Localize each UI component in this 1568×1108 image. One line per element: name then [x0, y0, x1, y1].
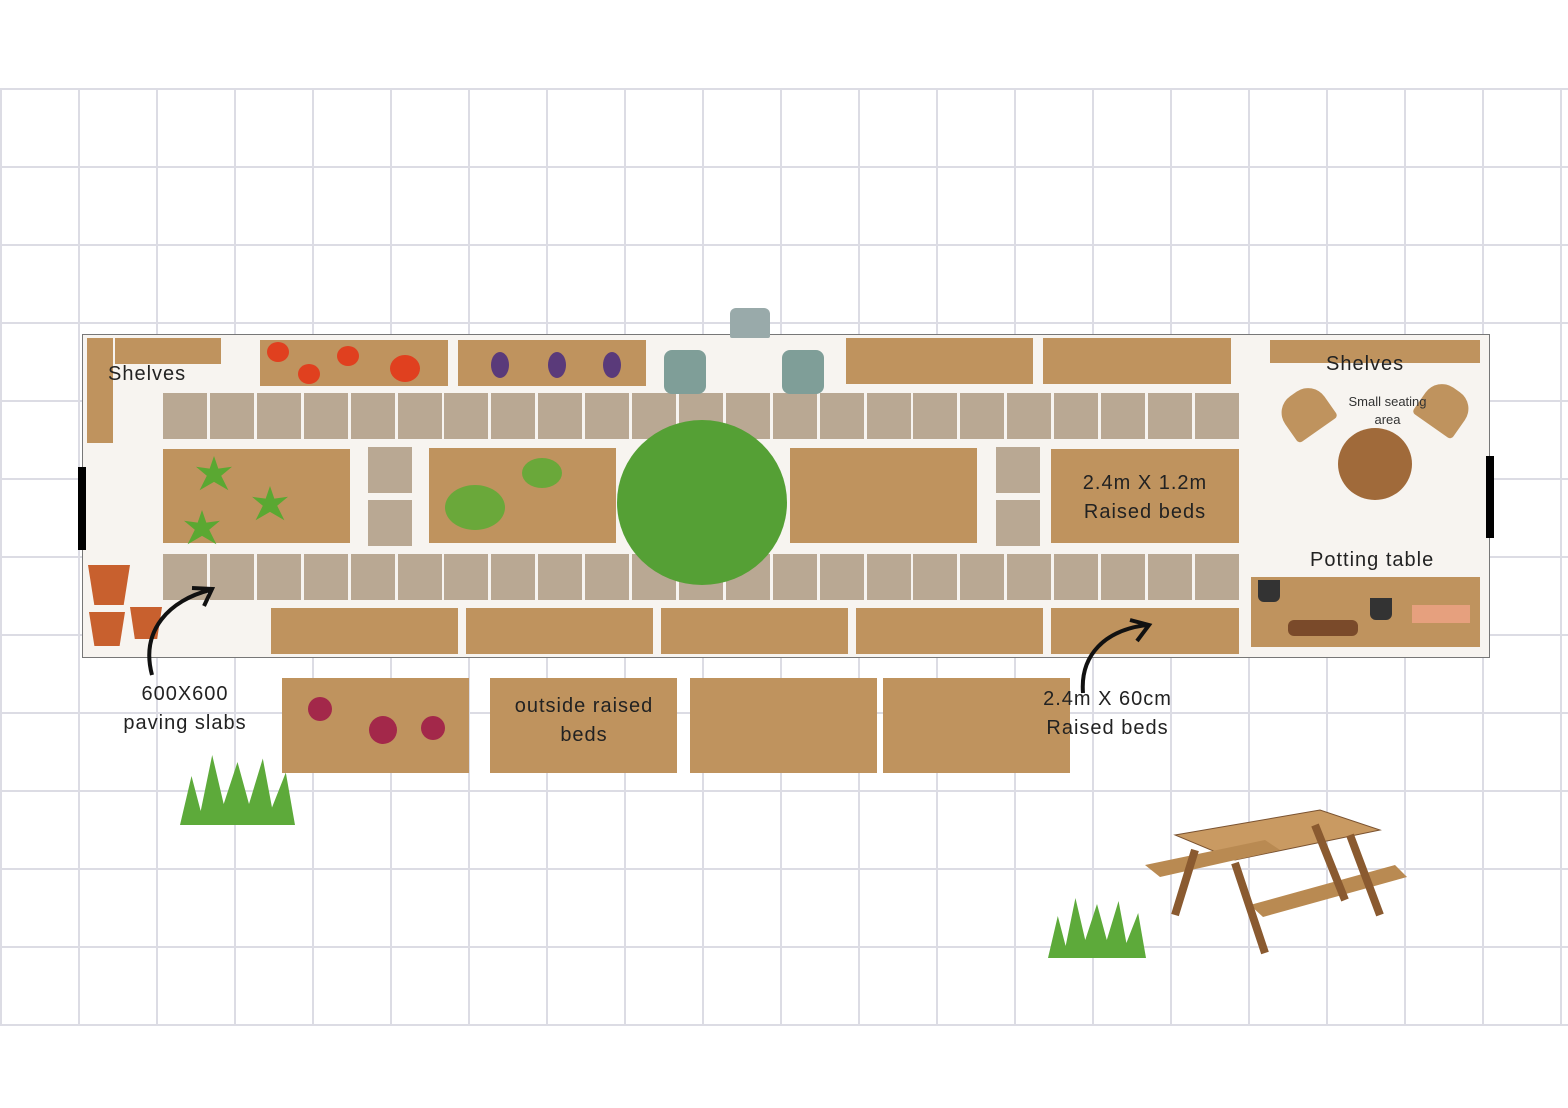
paving-slab — [538, 554, 583, 600]
right-gate — [1486, 456, 1494, 538]
seedling-icon — [1370, 598, 1392, 620]
raised-bed — [163, 449, 350, 543]
eggplant-icon — [548, 352, 566, 378]
flower-pot-icon — [89, 612, 125, 646]
paving-slab — [444, 554, 489, 600]
paving-slab — [303, 393, 348, 439]
paving-slab — [1147, 554, 1192, 600]
paving-slab — [866, 393, 911, 439]
raised-bed — [1051, 449, 1239, 543]
tree-icon — [617, 420, 787, 585]
paving-slab — [585, 554, 630, 600]
tomato-icon — [298, 364, 320, 384]
paving-slab — [368, 447, 412, 493]
shelf-left-horizontal — [115, 338, 221, 364]
picnic-bench-icon — [1145, 809, 1407, 955]
paving-slab — [303, 554, 348, 600]
raised-bed — [1043, 338, 1231, 384]
eggplant-icon — [491, 352, 509, 378]
seedling-icon — [1258, 580, 1280, 602]
paving-slab — [350, 393, 395, 439]
paving-slab — [1007, 554, 1052, 600]
paving-slab — [1194, 393, 1239, 439]
seedling-icon — [1288, 620, 1358, 636]
paving-slab — [819, 554, 864, 600]
big-beds-text: 2.4m X 1.2m Raised beds — [1082, 472, 1208, 523]
tomato-icon — [267, 342, 289, 362]
paving-slab — [256, 393, 301, 439]
tap-icon — [730, 308, 770, 338]
left-gate — [78, 467, 86, 550]
paving-slab — [491, 393, 536, 439]
raised-bed — [490, 678, 677, 773]
raised-bed — [271, 608, 458, 654]
paving-slab — [772, 554, 817, 600]
paving-slab — [538, 393, 583, 439]
shelf-left-vertical — [87, 338, 113, 443]
paving-slab — [913, 554, 958, 600]
paving-slab — [960, 554, 1005, 600]
paving-slab — [1054, 554, 1099, 600]
paving-slab — [1147, 393, 1192, 439]
raised-bed — [466, 608, 653, 654]
paving-slab — [256, 554, 301, 600]
paving-slab — [444, 393, 489, 439]
tomato-icon — [390, 355, 420, 382]
paving-slab — [772, 393, 817, 439]
broccoli-icon — [522, 458, 562, 488]
arrow-icon — [147, 586, 216, 676]
broccoli-icon — [445, 485, 505, 530]
flower-pot-icon — [88, 565, 130, 605]
paving-slab — [996, 500, 1040, 546]
paving-slab — [368, 500, 412, 546]
potting-label: Potting table — [1310, 549, 1435, 571]
tomato-icon — [337, 346, 359, 366]
raised-bed — [661, 608, 848, 654]
shelves-right-label: Shelves — [1326, 353, 1405, 375]
paving-slab — [1101, 554, 1145, 600]
paving-slab — [996, 447, 1040, 493]
seedling-icon — [1412, 605, 1470, 623]
paving-slab — [913, 393, 958, 439]
raised-bed — [856, 608, 1043, 654]
outside-beds-text: outside raised beds — [514, 695, 654, 746]
seating-label: Small seating area — [1348, 394, 1427, 427]
watering-can-icon — [782, 350, 824, 394]
paving-label: 600X600 paving slabs — [123, 683, 247, 734]
paving-slab — [397, 393, 442, 439]
watering-can-icon — [664, 350, 706, 394]
paving-slab — [397, 554, 442, 600]
raised-bed — [790, 448, 977, 543]
paving-slab — [585, 393, 630, 439]
paving-slab — [491, 554, 536, 600]
arrow-icon — [1080, 618, 1153, 694]
shelves-left-label: Shelves — [108, 363, 187, 385]
paving-slab — [1194, 554, 1239, 600]
paving-slab — [209, 393, 254, 439]
paving-slab — [960, 393, 1005, 439]
raised-bed — [846, 338, 1033, 384]
shelf-right — [1270, 340, 1480, 363]
raised-bed — [883, 678, 1070, 773]
onion-icon — [308, 697, 332, 721]
paving-slab — [1054, 393, 1099, 439]
paving-slab — [1007, 393, 1052, 439]
big-beds-label: 2.4m X 1.2m Raised beds — [1052, 469, 1238, 527]
onion-icon — [369, 716, 397, 744]
small-beds-label: 2.4m X 60cm Raised beds — [1043, 688, 1172, 739]
round-table-icon — [1338, 428, 1412, 500]
raised-bed — [690, 678, 877, 773]
paving-slab — [1101, 393, 1145, 439]
paving-slab — [209, 554, 254, 600]
paving-slab — [350, 554, 395, 600]
paving-slab — [163, 393, 207, 439]
eggplant-icon — [603, 352, 621, 378]
paving-slab — [866, 554, 911, 600]
onion-icon — [421, 716, 445, 740]
paving-slab — [819, 393, 864, 439]
outside-beds-label: outside raised beds — [491, 692, 677, 750]
